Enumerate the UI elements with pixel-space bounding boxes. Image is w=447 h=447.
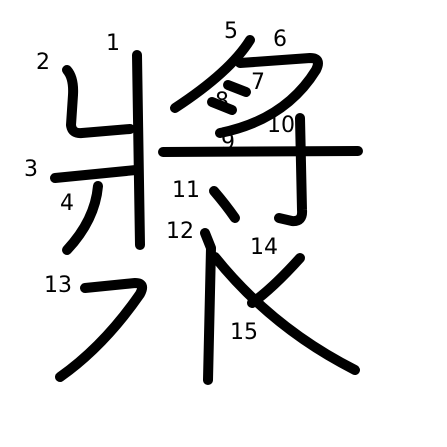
stroke-number-8: 8 [215, 89, 229, 114]
stroke-number-7: 7 [251, 70, 265, 95]
stroke-5 [170, 35, 255, 113]
stroke-numbers: 1 2 3 4 5 6 7 8 9 10 11 12 13 14 15 [24, 19, 295, 345]
stroke-13 [55, 278, 148, 382]
stroke-10 [274, 113, 308, 227]
stroke-3 [50, 165, 141, 183]
stroke-number-3: 3 [24, 157, 38, 182]
stroke-number-1: 1 [106, 31, 120, 56]
stroke-12 [200, 228, 216, 385]
stroke-1 [132, 50, 145, 250]
stroke-number-10: 10 [267, 113, 295, 138]
stroke-number-15: 15 [230, 320, 258, 345]
stroke-4 [62, 181, 103, 255]
stroke-2 [62, 65, 135, 139]
stroke-number-14: 14 [250, 235, 278, 260]
stroke-number-4: 4 [60, 191, 74, 216]
stroke-9 [158, 146, 363, 157]
stroke-6 [215, 53, 323, 138]
stroke-11 [209, 186, 240, 223]
stroke-number-6: 6 [273, 27, 287, 52]
stroke-15 [210, 252, 360, 375]
stroke-number-12: 12 [166, 219, 194, 244]
stroke-number-2: 2 [36, 50, 50, 75]
stroke-8 [207, 97, 237, 115]
stroke-number-9: 9 [221, 130, 235, 155]
stroke-14 [247, 253, 305, 308]
strokes [50, 35, 363, 385]
stroke-7 [223, 80, 251, 97]
stroke-number-13: 13 [44, 273, 72, 298]
stroke-number-11: 11 [172, 178, 200, 203]
stroke-number-5: 5 [224, 19, 238, 44]
